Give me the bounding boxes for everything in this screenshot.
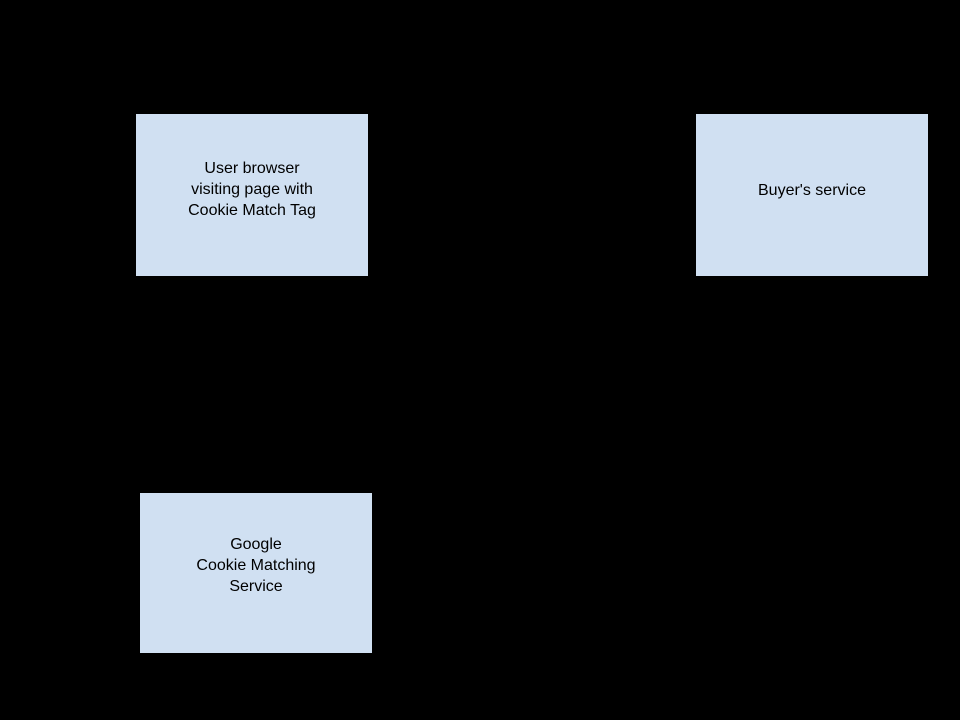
node-user-browser[interactable]: User browser visiting page with Cookie M… bbox=[136, 114, 368, 276]
node-buyers-service-label: Buyer's service bbox=[758, 182, 866, 199]
node-user-browser-label: User browser visiting page with Cookie M… bbox=[188, 160, 316, 219]
connector-buyers-service-to-google-cms bbox=[372, 276, 813, 574]
node-google-cookie-matching-service[interactable]: Google Cookie Matching Service bbox=[140, 493, 372, 653]
node-buyers-service[interactable]: Buyer's service bbox=[696, 114, 928, 276]
node-google-cookie-matching-service-label: Google Cookie Matching Service bbox=[196, 536, 316, 595]
